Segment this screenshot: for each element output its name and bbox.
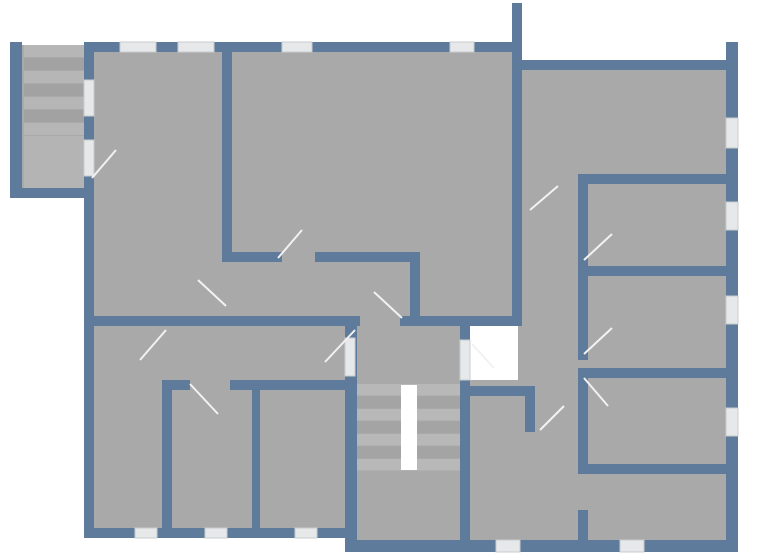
wall [222, 52, 232, 262]
window [177, 41, 215, 53]
door-swing [373, 291, 403, 319]
window [344, 337, 356, 377]
wall [578, 378, 588, 470]
wall [162, 380, 190, 390]
wall [512, 3, 522, 70]
window [725, 201, 739, 231]
door-swing [583, 377, 609, 407]
window [449, 41, 475, 53]
door-swing [583, 233, 613, 261]
wall [252, 380, 260, 530]
wall [578, 174, 730, 184]
window [134, 527, 158, 539]
door-swing [529, 185, 559, 211]
stair-step [24, 110, 84, 122]
window [294, 527, 318, 539]
window [725, 295, 739, 325]
stair-step [24, 97, 84, 109]
door-swing [324, 329, 356, 363]
stair-railing [401, 385, 417, 470]
stair-step [24, 45, 84, 57]
wall [222, 252, 282, 262]
stair-step [24, 84, 84, 96]
staircases [24, 45, 460, 471]
wall [470, 386, 535, 396]
wall [578, 266, 730, 276]
wall [84, 42, 94, 538]
wall [315, 252, 420, 262]
door-swing [139, 329, 167, 361]
window [495, 539, 521, 553]
wall [512, 60, 522, 326]
wall [525, 386, 535, 432]
window [281, 41, 313, 53]
window [619, 539, 645, 553]
wall [94, 316, 360, 326]
wall [400, 316, 522, 326]
wall [10, 42, 22, 198]
stair-step [24, 58, 84, 70]
wall [578, 368, 730, 378]
window [204, 527, 228, 539]
wall [345, 540, 738, 552]
stair-step [24, 71, 84, 83]
door-swing [91, 149, 117, 179]
door-swing [277, 229, 303, 259]
wall [10, 188, 90, 198]
window [83, 79, 95, 117]
window [83, 139, 95, 177]
stair-landing [24, 136, 84, 188]
door-swing [539, 405, 565, 431]
wall [578, 510, 588, 542]
wall [460, 326, 470, 544]
wall [578, 276, 588, 360]
window [119, 41, 157, 53]
wall [230, 380, 345, 390]
floor-area [90, 48, 518, 323]
floor-area [90, 320, 352, 534]
wall [578, 464, 730, 474]
wall [512, 60, 738, 70]
window [725, 407, 739, 437]
door-swing [471, 343, 495, 369]
window [725, 117, 739, 149]
stair-step [24, 123, 84, 135]
window [459, 339, 471, 381]
windows [83, 41, 739, 553]
wall [578, 174, 588, 315]
door-swing [197, 279, 227, 307]
wall [162, 380, 172, 530]
door-swing [583, 327, 613, 355]
door-swings [91, 149, 613, 431]
wall [410, 252, 420, 326]
door-swing [189, 383, 219, 415]
